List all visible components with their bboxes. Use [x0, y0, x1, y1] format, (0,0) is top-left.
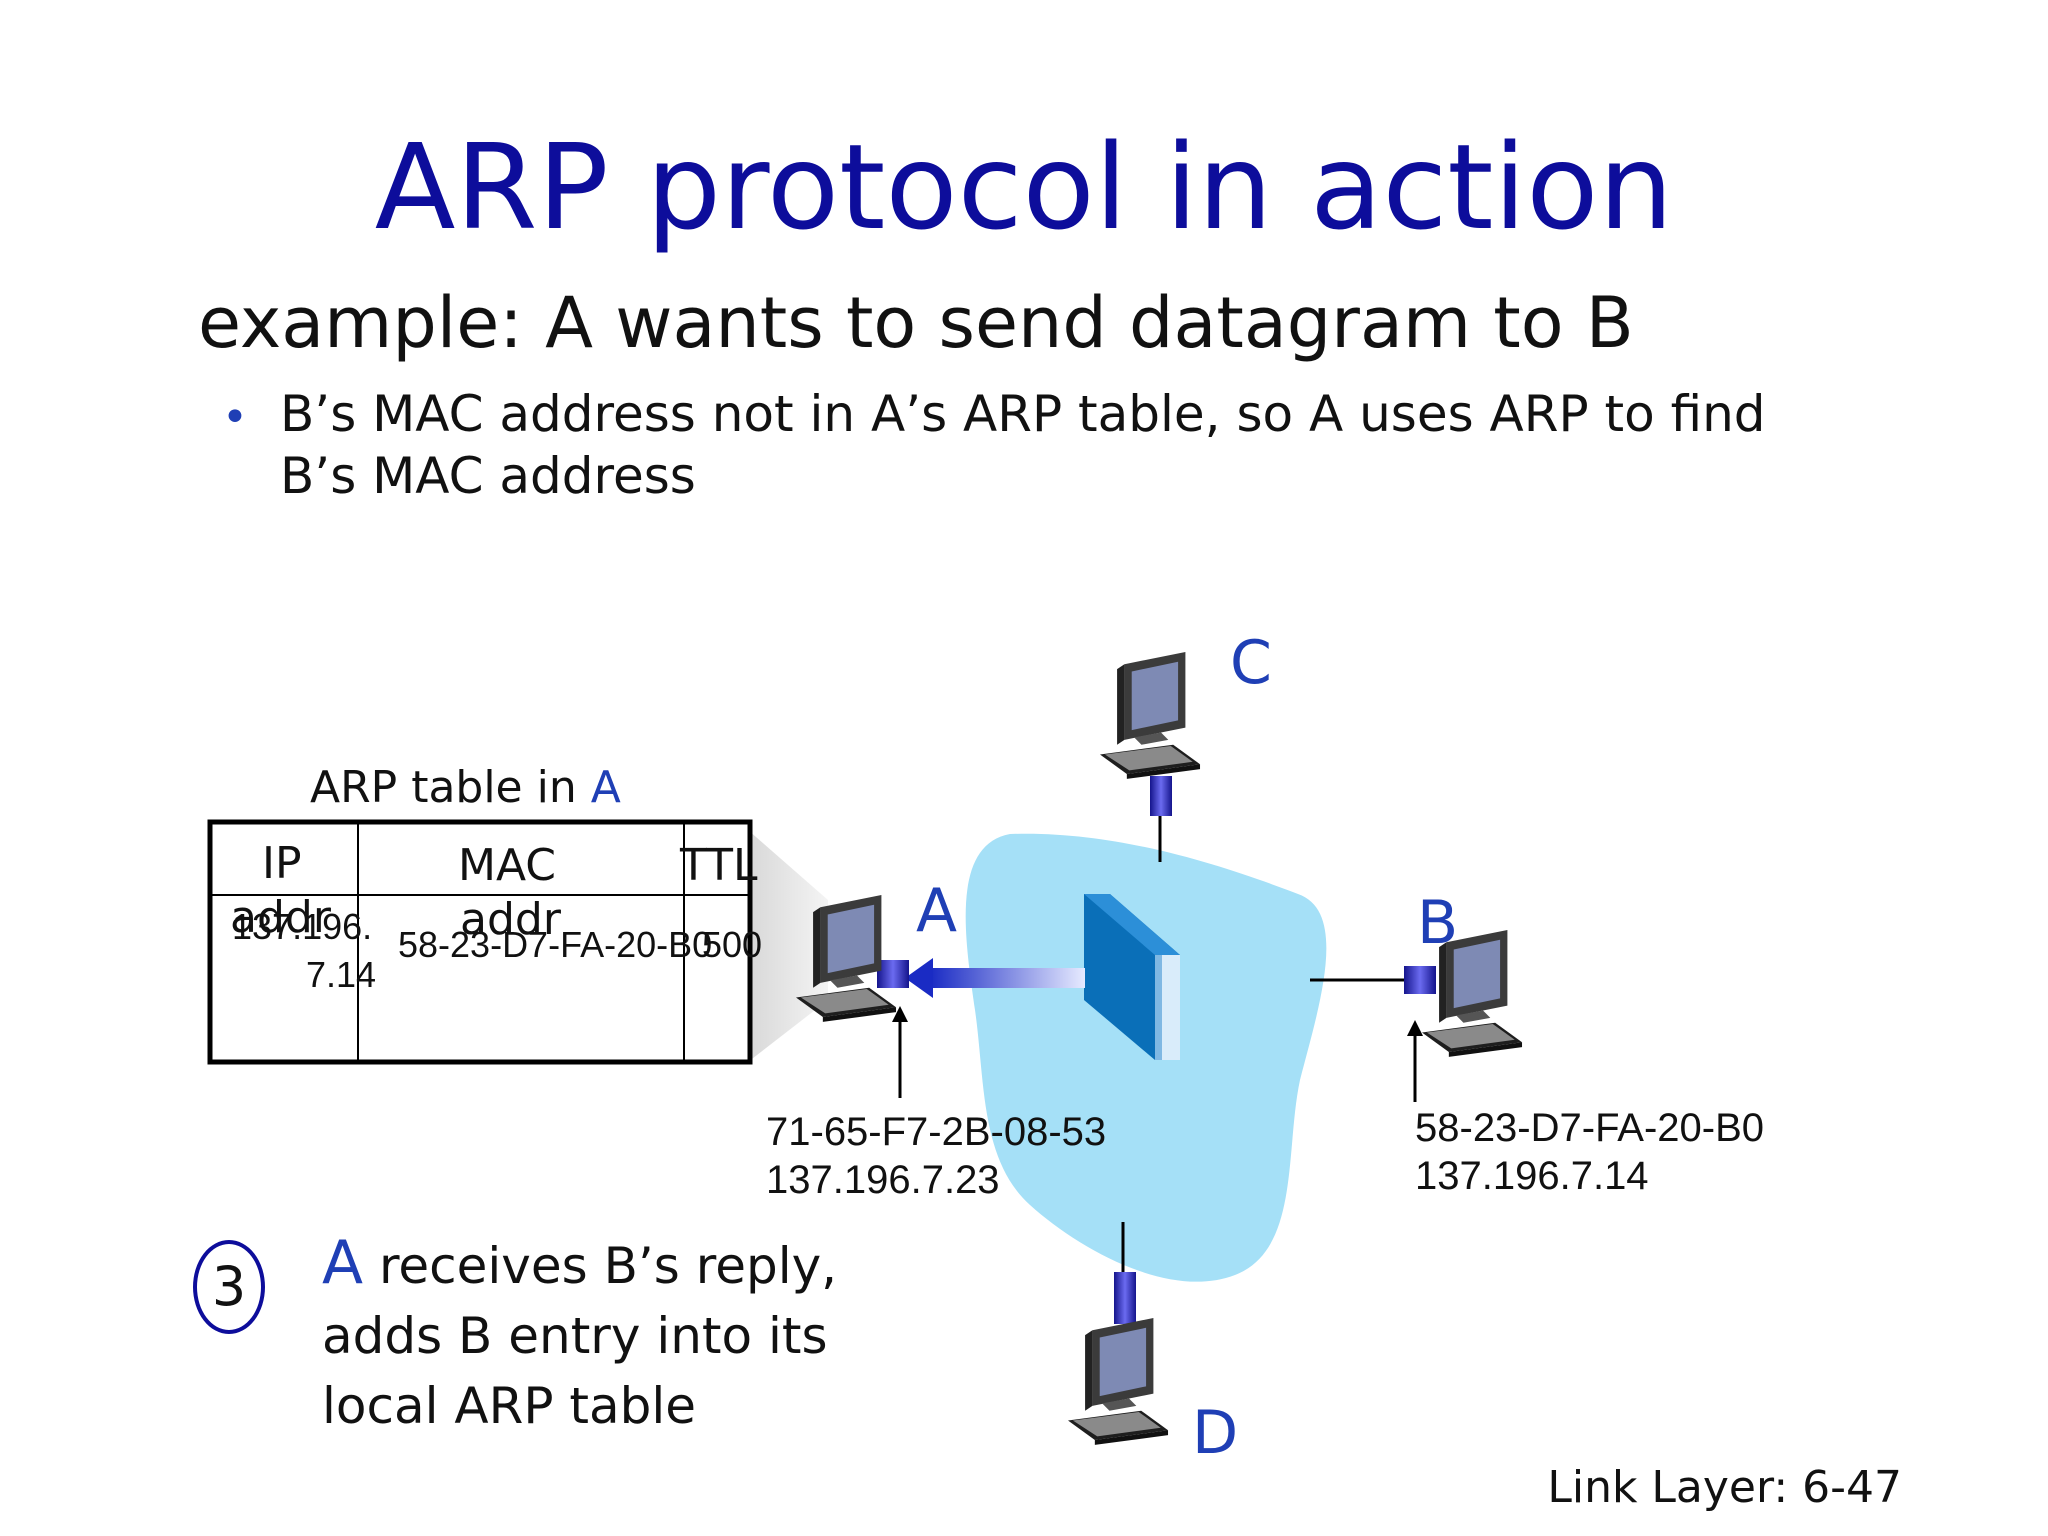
header-ip: IP — [262, 838, 302, 889]
row-ttl: 500 — [702, 924, 763, 965]
arrow-icon — [905, 958, 1085, 998]
label-a: A — [916, 876, 958, 946]
step-description: A receives B’s reply, adds B entry into … — [322, 1228, 838, 1435]
arp-table-grid — [207, 819, 753, 1065]
row-ip-part2: 7.14 — [306, 954, 377, 995]
slide-title: ARP protocol in action — [374, 118, 1674, 256]
ip-b: 137.196.7.14 — [1415, 1154, 1649, 1198]
bullet-text: B’s MAC address not in A’s ARP table, so… — [280, 385, 1766, 505]
arp-table-caption: ARP table in A — [310, 762, 621, 813]
mac-a: 71-65-F7-2B-08-53 — [766, 1110, 1107, 1154]
step-number-badge: 3 — [193, 1240, 265, 1334]
ip-a: 137.196.7.23 — [766, 1158, 1000, 1202]
port-d — [1114, 1272, 1136, 1324]
header-ip-addr: addr — [230, 892, 331, 943]
label-d: D — [1192, 1398, 1239, 1468]
row-mac: 58-23-D7-FA-20-B0 — [398, 924, 713, 965]
address-a: 71-65-F7-2B-08-53 137.196.7.23 — [766, 1108, 1106, 1204]
switch-icon — [1084, 894, 1180, 1060]
header-mac: MAC — [458, 840, 557, 891]
row-ip-part1: 137.196. — [232, 906, 373, 947]
port-b — [1404, 966, 1436, 994]
slide-subtitle: example: A wants to send datagram to B — [198, 282, 1634, 364]
header-ttl: TTL — [680, 840, 758, 891]
address-b: 58-23-D7-FA-20-B0 137.196.7.14 — [1415, 1104, 1764, 1200]
port-a — [877, 960, 909, 988]
lan-cloud — [965, 833, 1327, 1282]
port-c — [1150, 776, 1172, 816]
label-b: B — [1417, 888, 1459, 958]
step-actor: A — [322, 1228, 364, 1298]
slide-footer: Link Layer: 6-47 — [1547, 1462, 1902, 1513]
header-mac-addr: addr — [460, 894, 561, 945]
bullet-icon: • — [222, 392, 248, 443]
host-d-desktop-computer-icon — [1068, 1318, 1169, 1445]
mac-b: 58-23-D7-FA-20-B0 — [1415, 1106, 1765, 1150]
label-c: C — [1230, 628, 1272, 698]
host-c-desktop-computer-icon — [1100, 652, 1201, 779]
